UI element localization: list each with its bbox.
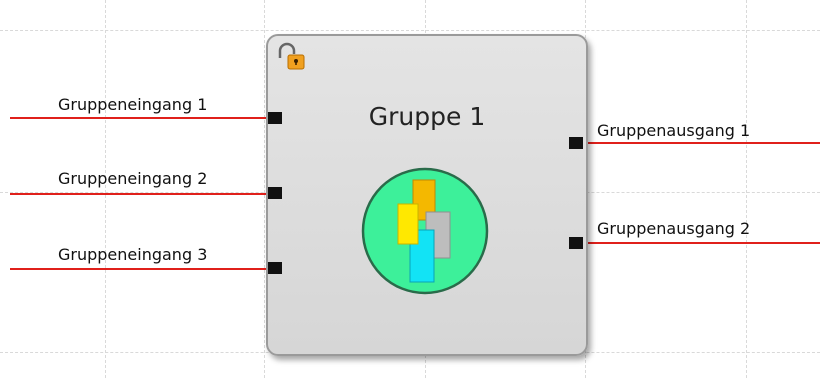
- output-pin-2[interactable]: [569, 237, 583, 249]
- input-label-2: Gruppeneingang 2: [58, 169, 208, 188]
- grid-line: [264, 0, 265, 378]
- grid-line: [0, 30, 820, 31]
- input-pin-3[interactable]: [268, 262, 282, 274]
- group-title: Gruppe 1: [368, 102, 486, 131]
- input-wire-2[interactable]: [10, 193, 268, 195]
- input-wire-3[interactable]: [10, 268, 268, 270]
- input-pin-1[interactable]: [268, 112, 282, 124]
- input-pin-2[interactable]: [268, 187, 282, 199]
- group-emblem-icon: [360, 166, 490, 296]
- input-label-3: Gruppeneingang 3: [58, 245, 208, 264]
- lock-open-icon[interactable]: [276, 42, 306, 72]
- output-wire-2[interactable]: [584, 242, 820, 244]
- input-label-1: Gruppeneingang 1: [58, 95, 208, 114]
- output-pin-1[interactable]: [569, 137, 583, 149]
- input-wire-1[interactable]: [10, 117, 268, 119]
- output-wire-1[interactable]: [584, 142, 820, 144]
- group-block[interactable]: Gruppe 1: [266, 34, 588, 356]
- output-label-1: Gruppenausgang 1: [597, 121, 751, 140]
- output-label-2: Gruppenausgang 2: [597, 219, 751, 238]
- grid-line: [105, 0, 106, 378]
- grid-line: [746, 0, 747, 378]
